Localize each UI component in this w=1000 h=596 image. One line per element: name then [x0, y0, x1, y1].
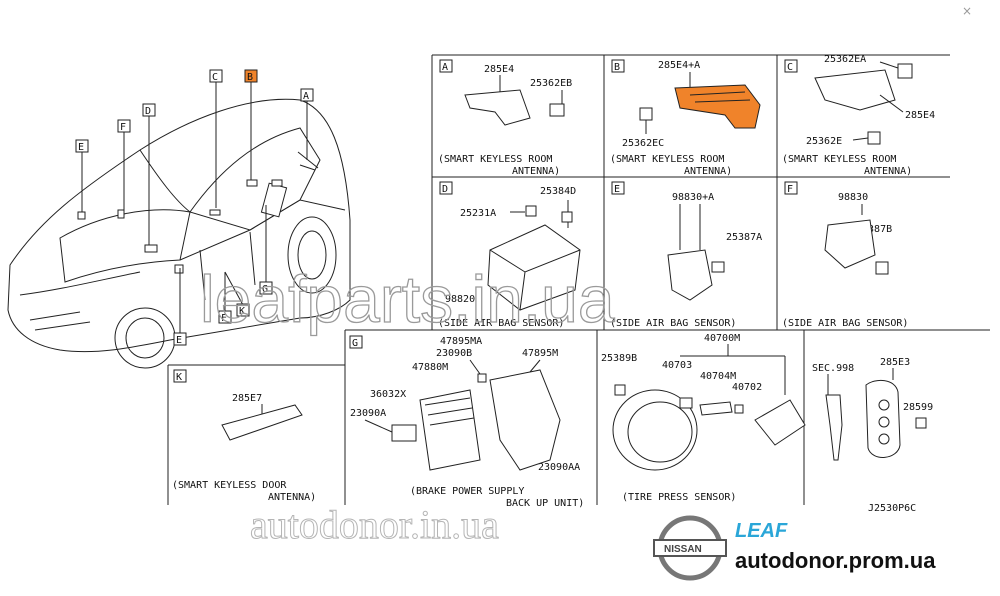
panel-e-caption: (SIDE AIR BAG SENSOR): [610, 318, 736, 329]
tire-part-2: 25389B: [601, 353, 637, 364]
svg-text:NISSAN: NISSAN: [664, 544, 702, 555]
tire-caption: (TIRE PRESS SENSOR): [622, 492, 736, 503]
tire-part-4: 40704M: [700, 371, 736, 382]
panel-g-part-7: 23090AA: [538, 462, 580, 473]
panel-g-letter: G: [352, 338, 358, 349]
panel-b: B 285E4+A 25362EC (SMART KEYLESS ROOM AN…: [610, 59, 761, 177]
panel-f: F 98830 25387B (SIDE AIR BAG SENSOR): [782, 181, 908, 329]
panel-c-part-1: 25362EA: [824, 54, 866, 65]
panel-a-caption-2: ANTENNA): [512, 166, 560, 177]
marker-e2: E: [176, 335, 182, 346]
panel-grid: [167, 54, 990, 505]
panel-c-part-2: 285E4: [905, 110, 935, 121]
panel-d-part-2: 25231A: [460, 208, 496, 219]
marker-box-e: [75, 139, 89, 153]
close-icon[interactable]: ×: [961, 4, 972, 18]
panel-g-caption-1: (BRAKE POWER SUPPLY: [410, 486, 524, 497]
tire-part-5: 40702: [732, 382, 762, 393]
panel-e: E 98830+A 25387A (SIDE AIR BAG SENSOR): [610, 181, 762, 329]
leaf-brand: LEAF: [735, 520, 788, 542]
key-part-1: SEC.998: [812, 363, 854, 374]
key-part-2: 285E3: [880, 357, 910, 368]
panel-c-letter: C: [787, 62, 793, 73]
panel-a-letter: A: [442, 62, 448, 73]
panel-f-part-1: 98830: [838, 192, 868, 203]
panel-g-caption-2: BACK UP UNIT): [506, 498, 584, 509]
marker-a: A: [303, 91, 309, 102]
panel-tire-sensor: 40700M 25389B 40703 40704M 40702 (TIRE P…: [601, 333, 806, 503]
panel-g-part-3: 47880M: [412, 362, 448, 373]
panel-a-part-2: 25362EB: [530, 78, 572, 89]
diagram-code: J2530P6C: [868, 503, 916, 514]
panel-k-letter: K: [176, 372, 182, 383]
site-url: autodonor.prom.ua: [735, 548, 936, 573]
marker-d: D: [145, 106, 151, 117]
panel-f-letter: F: [787, 184, 793, 195]
marker-f2: F: [221, 313, 227, 324]
panel-a: A 285E4 25362EB (SMART KEYLESS ROOM ANTE…: [438, 59, 572, 177]
marker-box-e2: [173, 332, 187, 346]
nissan-logo: NISSAN: [653, 515, 727, 581]
panel-b-letter: B: [614, 62, 620, 73]
panel-e-letter: E: [614, 184, 620, 195]
marker-c: C: [212, 72, 218, 83]
marker-box-f: [117, 119, 131, 133]
panel-k-part-1: 285E7: [232, 393, 262, 404]
panel-k-caption-2: ANTENNA): [268, 492, 316, 503]
panel-g-part-4: 47895M: [522, 348, 558, 359]
panel-b-part-2: 25362EC: [622, 138, 664, 149]
marker-f: F: [120, 122, 126, 133]
vehicle-markers: C B D A F E G E F K: [75, 69, 314, 346]
panel-e-part-2: 25387A: [726, 232, 762, 243]
panel-d-part-1: 25384D: [540, 186, 576, 197]
watermark-main: leafparts.in.ua: [200, 262, 615, 336]
panel-g-part-6: 23090A: [350, 408, 386, 419]
marker-k: K: [239, 306, 245, 317]
smart-keyless-room-antenna-highlight: [674, 84, 761, 129]
panel-f-part-2: 25387B: [856, 224, 892, 235]
panel-k-caption-1: (SMART KEYLESS DOOR: [172, 480, 287, 491]
marker-box-f2: [218, 310, 232, 324]
panel-e-part-1: 98830+A: [672, 192, 714, 203]
marker-box-g: [259, 281, 273, 295]
watermark-bottom: autodonor.in.ua: [250, 502, 499, 547]
panel-d-letter: D: [442, 184, 448, 195]
panel-d-part-3: 98820: [445, 294, 475, 305]
panel-c: C 25362EA 285E4 25362E (SMART KEYLESS RO…: [782, 54, 935, 177]
panel-b-caption-1: (SMART KEYLESS ROOM: [610, 154, 724, 165]
panel-d: D 25384D 25231A 98820 (SIDE AIR BAG SENS…: [438, 181, 581, 329]
panel-d-caption: (SIDE AIR BAG SENSOR): [438, 318, 564, 329]
tire-part-1: 40700M: [704, 333, 740, 344]
marker-box-a: [300, 88, 314, 102]
panel-k: K 285E7 (SMART KEYLESS DOOR ANTENNA): [172, 369, 316, 503]
marker-e: E: [78, 142, 84, 153]
panel-intelligent-key: SEC.998 285E3 28599 J2530P6C: [812, 357, 933, 514]
panel-c-caption-2: ANTENNA): [864, 166, 912, 177]
panel-g-part-5: 36032X: [370, 389, 406, 400]
panel-f-caption: (SIDE AIR BAG SENSOR): [782, 318, 908, 329]
marker-b: B: [247, 72, 253, 83]
key-part-3: 28599: [903, 402, 933, 413]
panel-c-part-3: 25362E: [806, 136, 842, 147]
marker-box-b: [244, 69, 258, 83]
marker-box-k: [236, 303, 250, 317]
panel-g: G 47895MA 23090B 47880M 47895M 36032X 23…: [349, 335, 584, 509]
marker-box-d: [142, 103, 156, 117]
vehicle-overview: [7, 98, 351, 369]
marker-box-c: [209, 69, 223, 83]
panel-a-caption-1: (SMART KEYLESS ROOM: [438, 154, 552, 165]
panel-g-part-2: 23090B: [436, 348, 472, 359]
panel-b-part-1: 285E4+A: [658, 60, 700, 71]
panel-g-part-1: 47895MA: [440, 336, 482, 347]
panel-a-part-1: 285E4: [484, 64, 514, 75]
panel-c-caption-1: (SMART KEYLESS ROOM: [782, 154, 896, 165]
tire-part-3: 40703: [662, 360, 692, 371]
panel-b-caption-2: ANTENNA): [684, 166, 732, 177]
marker-g: G: [262, 284, 268, 295]
